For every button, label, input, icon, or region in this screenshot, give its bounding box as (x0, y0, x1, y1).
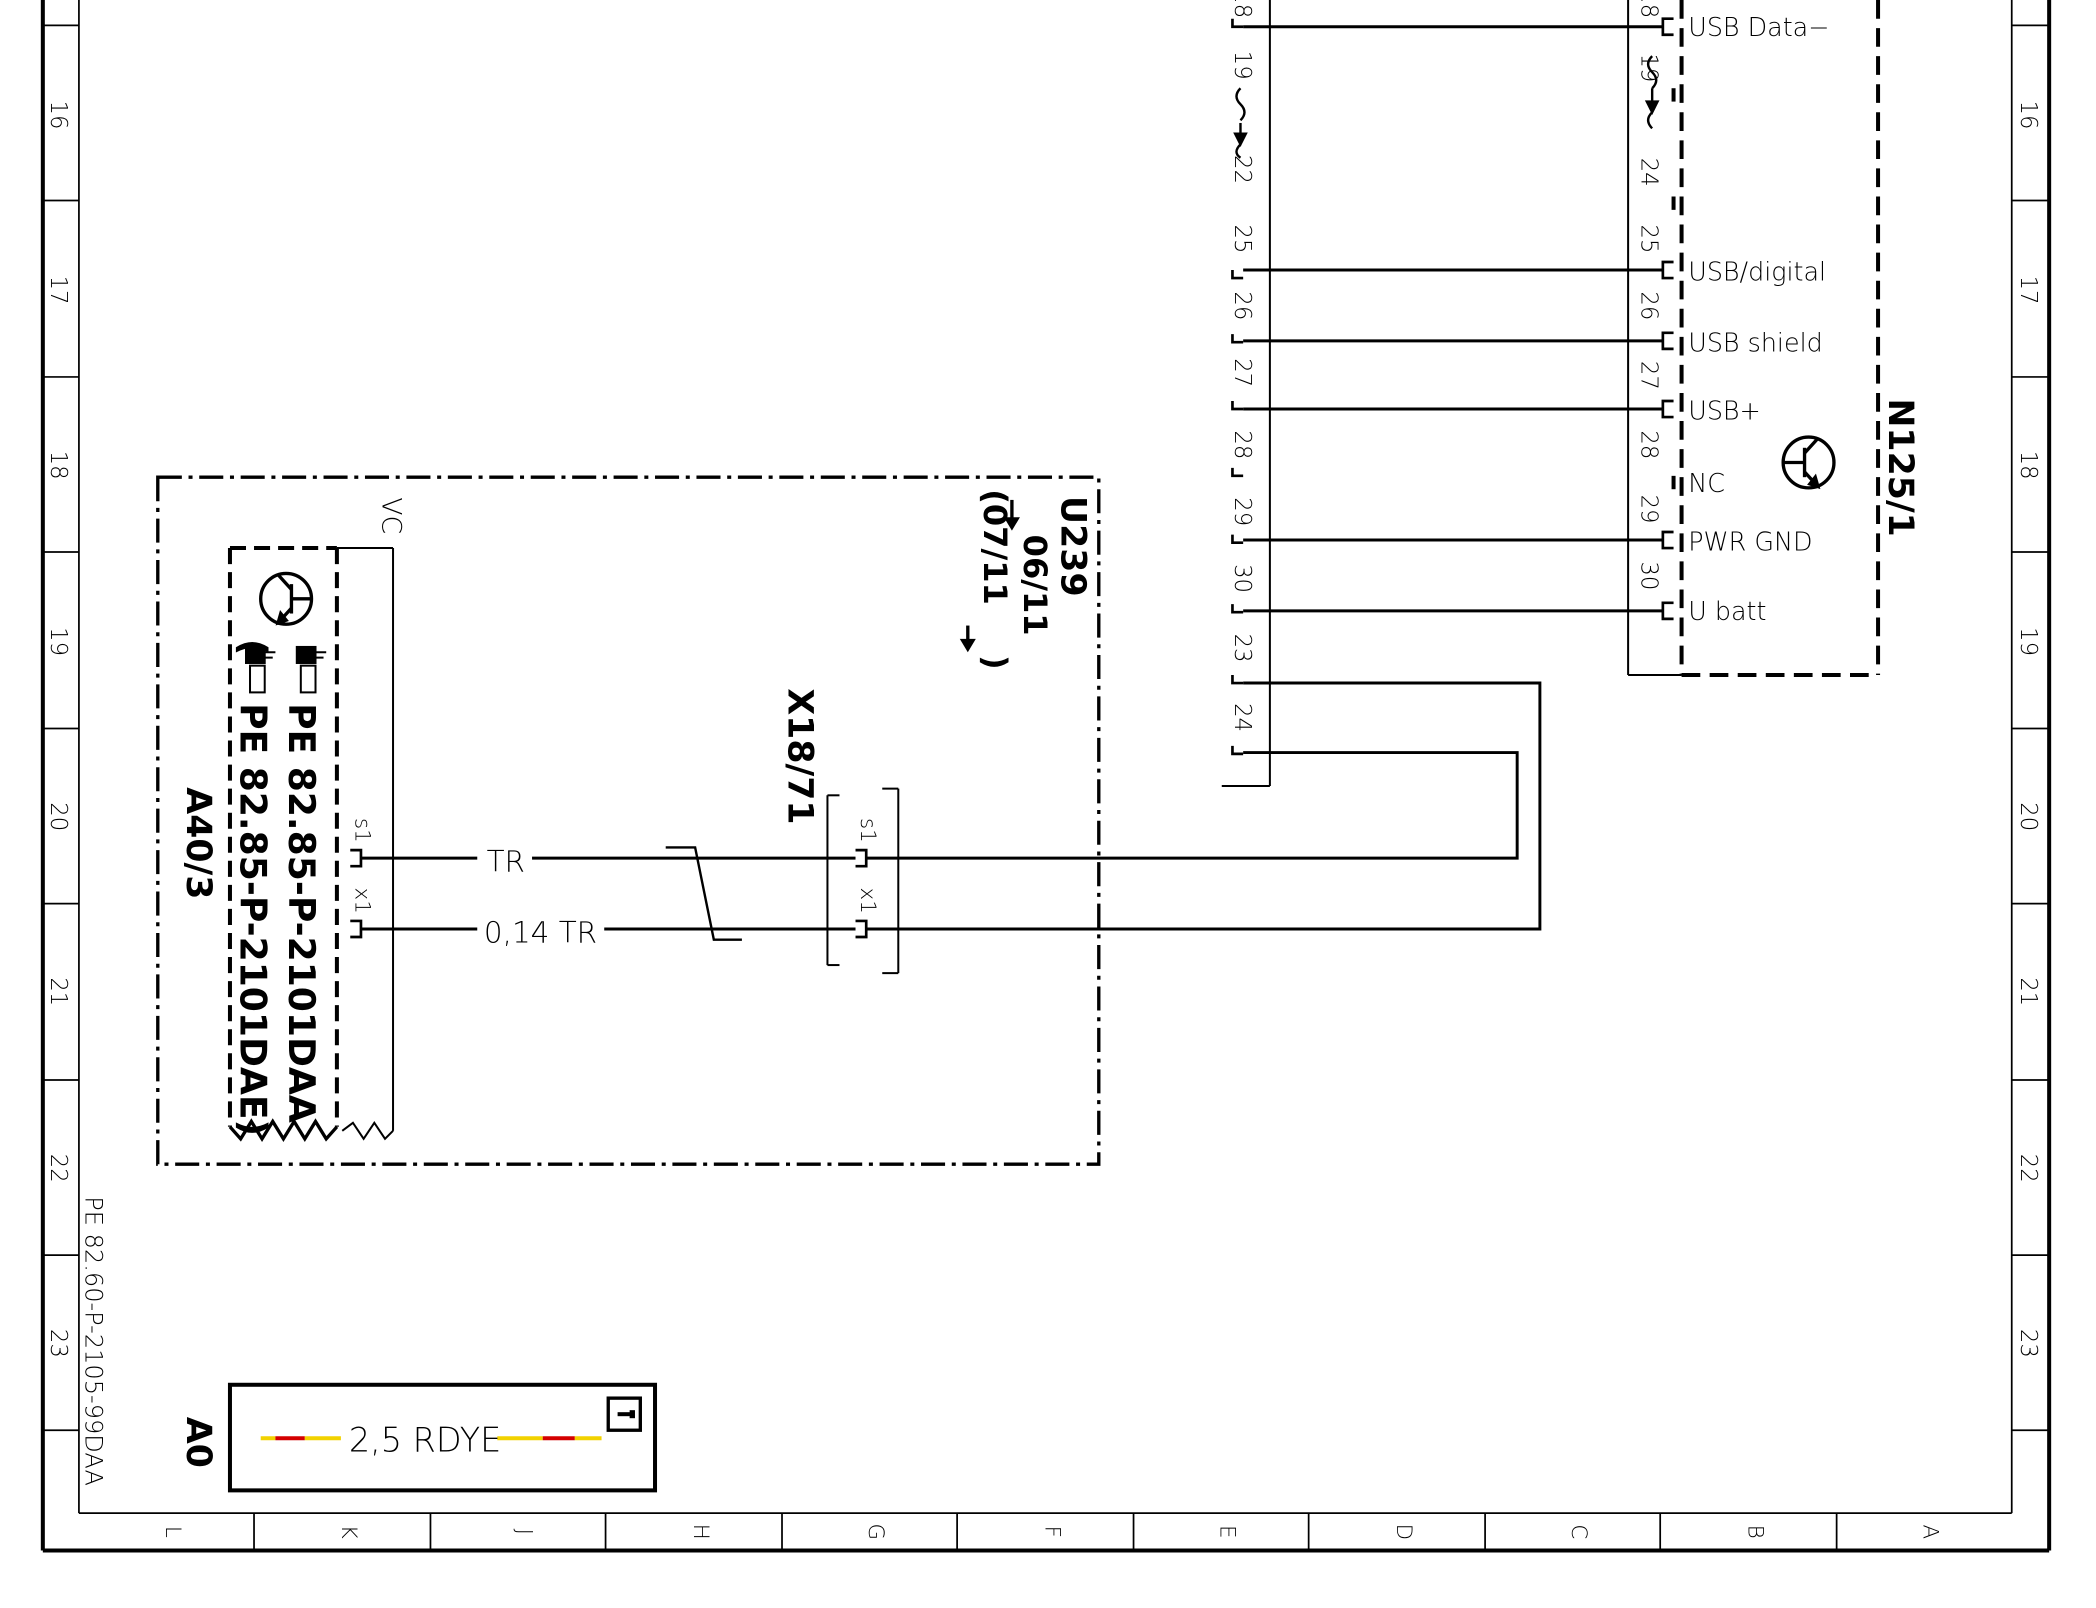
row-label: 17 (45, 276, 71, 305)
a40-pin-x1: x1 (350, 888, 375, 914)
pin-label: 26 (1229, 291, 1255, 320)
row-label: 23 (45, 1329, 71, 1358)
pin-label: 25 (1635, 225, 1661, 254)
n125-pin-labels: 18 19 24 25 26 27 28 29 30 (1635, 0, 1661, 590)
row-label: 19 (45, 627, 71, 656)
u239-ref-2: (07/11 (976, 489, 1014, 605)
electronics-icon (259, 571, 314, 626)
sheet-frame (40, 0, 2052, 1553)
pin-label: 25 (1229, 225, 1255, 254)
pin-label: 28 (1635, 430, 1661, 459)
column-label: B (1742, 1525, 1767, 1539)
pin-label: 18 (1635, 0, 1661, 18)
pin-label: 24 (1229, 703, 1255, 732)
column-label: G (863, 1524, 888, 1541)
u239-ref-1: 06/11 (1016, 535, 1054, 636)
reference-hand-icon (245, 645, 276, 694)
pin-label: 29 (1635, 495, 1661, 524)
pin-label: 30 (1635, 561, 1661, 590)
a40-pin-s1: s1 (350, 818, 375, 843)
pin-label: 28 (1229, 430, 1255, 459)
pin-label: 27 (1635, 361, 1661, 390)
column-label: A (1918, 1524, 1943, 1539)
a40-ref-1: PE 82.85-P-2101DAA (280, 703, 322, 1123)
row-labels-left: 16 17 18 19 20 21 22 23 (45, 100, 71, 1357)
info-icon (606, 1396, 642, 1432)
signal-usb-shield: USB shield (1688, 328, 1822, 358)
row-label: 21 (45, 977, 71, 1006)
column-label: J (511, 1529, 536, 1535)
pin-range-marker (1233, 87, 1248, 159)
pin-label: 29 (1229, 497, 1255, 526)
row-label: 18 (2015, 451, 2041, 480)
u239-ref-2-end: ) (976, 655, 1014, 670)
legend-text: 2,5 RDYE (349, 1421, 501, 1460)
row-label: 21 (2015, 977, 2041, 1006)
pin-label: 27 (1229, 358, 1255, 387)
a40-ref-2-open: ( (232, 639, 274, 656)
pin-label: 26 (1635, 291, 1661, 320)
n125-signal-labels: USB Data− USB/digital USB shield USB+ NC… (1688, 12, 1829, 626)
a40-component (227, 546, 395, 1143)
x18-label: X18/71 (780, 688, 820, 824)
connection-wires (866, 25, 1663, 931)
n125-range-marker (1644, 55, 1660, 130)
left-connector (1221, 0, 1271, 787)
u239-box (156, 475, 1101, 1166)
wire-label-x1: 0,14 TR (484, 915, 597, 949)
signal-usb-data-minus: USB Data− (1688, 12, 1829, 42)
row-label: 16 (45, 100, 71, 129)
pin-label: 19 (1229, 51, 1255, 80)
n125-module (1627, 0, 1881, 678)
row-label: 20 (45, 802, 71, 831)
a40-wires (360, 846, 856, 941)
row-label: 19 (2015, 627, 2041, 656)
pin-label: 24 (1635, 158, 1661, 187)
document-number: PE 82.60-P-2105-99DAA (80, 1196, 108, 1486)
column-labels: L K J H G F E D C B A (160, 1524, 1943, 1541)
pin-label: 22 (1229, 155, 1255, 184)
signal-usb-plus: USB+ (1688, 396, 1761, 426)
column-label: C (1566, 1524, 1591, 1539)
pin-label: 30 (1229, 564, 1255, 593)
row-label: 23 (2015, 1329, 2041, 1358)
a40-ref-2: PE 82.85-P-2101DAE) (232, 703, 274, 1136)
x18-pin-x1: x1 (855, 888, 880, 914)
arrow-down-icon (1003, 499, 1020, 531)
x18-connector (826, 787, 900, 975)
wire-label-s1: TR (487, 845, 525, 879)
signal-usb-digital: USB/digital (1688, 257, 1826, 287)
left-connector-pin-labels: 18 19 22 25 26 27 28 29 30 23 24 (1229, 0, 1255, 732)
column-label: E (1214, 1525, 1239, 1539)
signal-nc: NC (1688, 468, 1725, 498)
signal-u-batt: U batt (1688, 596, 1766, 626)
column-label: D (1391, 1524, 1416, 1540)
row-label: 17 (2015, 276, 2041, 305)
reference-hand-icon (295, 645, 327, 694)
row-label: 16 (2015, 100, 2041, 129)
electronics-icon (1781, 435, 1836, 490)
column-label: F (1039, 1526, 1064, 1538)
a40-label: A40/3 (178, 787, 218, 899)
x18-pin-s1: s1 (855, 818, 880, 843)
n125-label: N125/1 (1880, 398, 1920, 537)
row-labels-right: 16 17 18 19 20 21 22 23 (2015, 100, 2041, 1357)
row-label: 22 (45, 1154, 71, 1183)
a40-vc-label: VC (375, 497, 406, 534)
column-label: H (688, 1524, 713, 1540)
row-label: 22 (2015, 1154, 2041, 1183)
wire-color-legend: 2,5 RDYE (227, 1382, 658, 1493)
row-label: 18 (45, 451, 71, 480)
column-label: K (336, 1525, 361, 1539)
row-label: 20 (2015, 802, 2041, 831)
legend-label: A0 (178, 1417, 218, 1468)
pin-label: 23 (1229, 634, 1255, 663)
signal-pwr-gnd: PWR GND (1688, 527, 1812, 557)
arrow-down-icon (959, 625, 976, 653)
pin-label: 19 (1635, 53, 1661, 82)
column-label: L (160, 1526, 185, 1538)
pin-label: 18 (1229, 0, 1255, 18)
u239-label: U239 (1052, 496, 1092, 597)
